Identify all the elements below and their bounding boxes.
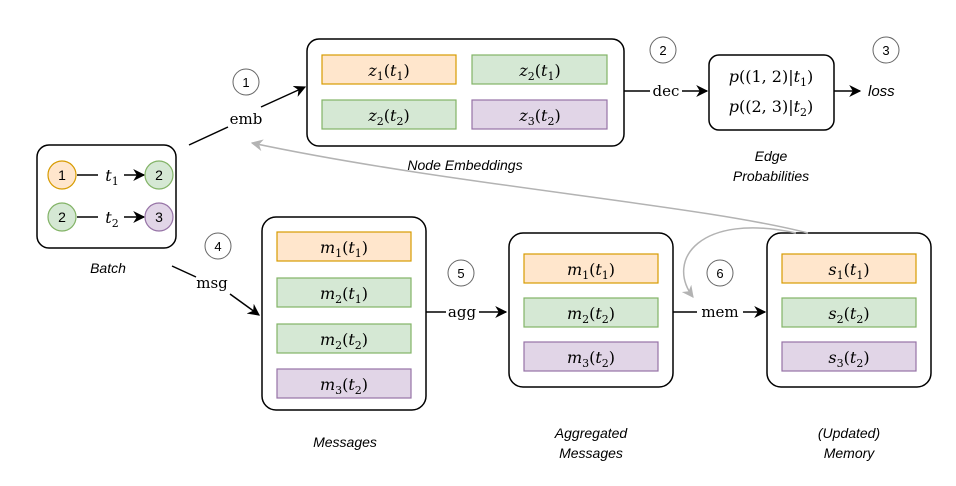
svg-text:5: 5 [457, 266, 464, 281]
loss-label: loss [868, 83, 895, 100]
messages-container [261, 216, 427, 411]
memory-to-mem-arrow [681, 227, 797, 298]
edge-probabilities-caption-line2: Probabilities [733, 168, 809, 184]
embedding-z2-t1: z2(t1) [471, 54, 608, 85]
embedding-z2-t2: z2(t2) [321, 99, 457, 130]
node-1-circle [47, 160, 77, 190]
svg-text:m2(t1): m2(t1) [320, 284, 368, 306]
step-3-badge: 3 [872, 36, 900, 64]
memory-s2-t2: s2(t2) [781, 297, 917, 328]
memory-s3-t2: s3(t2) [781, 341, 917, 372]
batch-container [36, 144, 177, 249]
message-m2-t2: m2(t2) [276, 323, 412, 354]
batch-to-msg-line [171, 265, 197, 278]
svg-text:m1(t1): m1(t1) [320, 238, 368, 260]
emb-label: emb [230, 110, 263, 128]
aggregated-m3-t2: m3(t2) [523, 341, 659, 372]
node-2-label: 2 [155, 167, 163, 183]
embedding-z3-t2: z3(t2) [471, 99, 608, 130]
batch-to-emb-line [188, 126, 229, 146]
aggregated-m2-t2: m2(t2) [523, 297, 659, 328]
messages-caption: Messages [313, 434, 377, 450]
dec-label: dec [653, 82, 680, 100]
step-1-badge: 1 [232, 68, 260, 96]
step-6-badge: 6 [706, 259, 734, 287]
node-2b-label: 2 [58, 209, 66, 225]
svg-text:2: 2 [659, 43, 666, 58]
node-3-circle [144, 202, 174, 232]
batch-event-1: 1 t1 2 [47, 160, 174, 190]
aggregated-m1-t1: m1(t1) [523, 253, 659, 284]
step-2-badge: 2 [649, 36, 677, 64]
batch-event-2: 2 t2 3 [47, 202, 174, 232]
svg-text:m1(t1): m1(t1) [567, 260, 615, 282]
message-m3-t2: m3(t2) [276, 368, 412, 399]
memory-s1-t1: s1(t1) [781, 253, 917, 284]
memory-caption-line2: Memory [824, 445, 876, 461]
memory-to-embedding-arrow [250, 139, 809, 234]
svg-text:6: 6 [716, 266, 723, 281]
embedding-z1-t1: z1(t1) [321, 54, 457, 85]
aggregated-messages-caption-line1: Aggregated [554, 425, 629, 441]
node-embeddings-caption: Node Embeddings [407, 157, 522, 173]
edge-probability-1-2: p((1, 2)|t1) [729, 67, 814, 89]
svg-text:z3(t2): z3(t2) [518, 106, 560, 128]
aggregated-messages-caption-line2: Messages [559, 445, 623, 461]
message-m1-t1: m1(t1) [276, 231, 412, 262]
svg-text:4: 4 [214, 239, 221, 254]
svg-text:s2(t2): s2(t2) [828, 304, 869, 326]
svg-text:z1(t1): z1(t1) [367, 61, 409, 83]
node-1-label: 1 [58, 167, 66, 183]
node-2-circle [144, 160, 174, 190]
memory-caption-line1: (Updated) [818, 425, 880, 441]
emb-to-embeddings-arrow [260, 86, 307, 108]
svg-text:1: 1 [242, 75, 249, 90]
svg-text:z2(t2): z2(t2) [367, 106, 409, 128]
node-2b-circle [47, 202, 77, 232]
agg-label: agg [448, 303, 477, 321]
svg-text:m2(t2): m2(t2) [320, 330, 368, 352]
svg-text:m3(t2): m3(t2) [567, 348, 615, 370]
svg-text:3: 3 [882, 43, 889, 58]
svg-text:s1(t1): s1(t1) [828, 260, 869, 282]
node-3-label: 3 [155, 209, 163, 225]
svg-text:m3(t2): m3(t2) [320, 375, 368, 397]
svg-text:m2(t2): m2(t2) [567, 304, 615, 326]
batch-caption: Batch [90, 260, 126, 276]
edge-probabilities-container [708, 54, 835, 131]
msg-to-messages-arrow [229, 293, 260, 316]
step-5-badge: 5 [447, 259, 475, 287]
svg-text:z2(t1): z2(t1) [518, 61, 560, 83]
message-m2-t1: m2(t1) [276, 277, 412, 308]
edge-probability-2-3: p((2, 3)|t2) [729, 97, 814, 119]
svg-text:s3(t2): s3(t2) [828, 348, 869, 370]
mem-label: mem [701, 303, 738, 321]
edge-probabilities-caption-line1: Edge [755, 148, 788, 164]
step-4-badge: 4 [204, 232, 232, 260]
msg-label: msg [196, 274, 228, 292]
